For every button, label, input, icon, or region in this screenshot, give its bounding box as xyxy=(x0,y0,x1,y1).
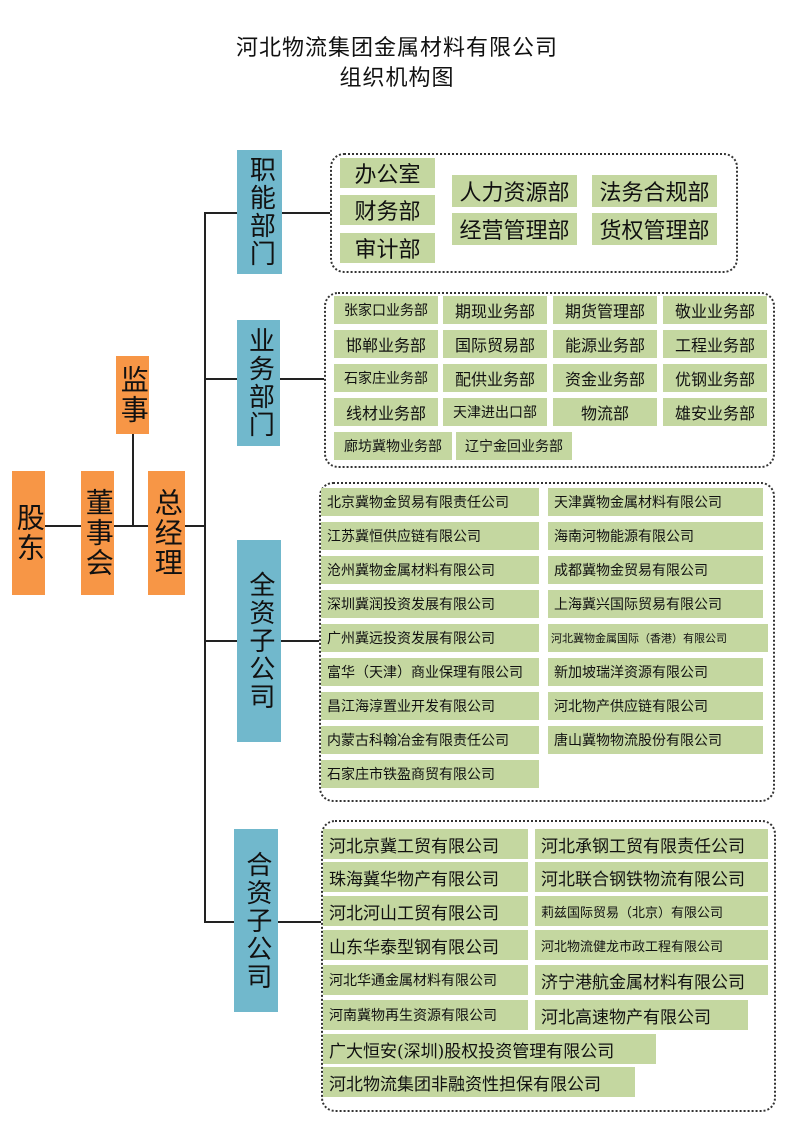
functional-departments-node: 职能部门 xyxy=(237,150,282,274)
functional-departments-group xyxy=(330,153,738,273)
connector-line xyxy=(281,640,319,642)
subsidiary-item: 莉兹国际贸易（北京）有限公司 xyxy=(535,896,768,926)
connector-line xyxy=(185,525,205,527)
department-item: 货权管理部 xyxy=(592,213,717,245)
subsidiary-item: 北京冀物金贸易有限责任公司 xyxy=(321,488,539,516)
joint-venture-subsidiaries-node: 合资子公司 xyxy=(234,829,278,1012)
connector-line xyxy=(113,525,148,527)
subsidiary-item: 河北联合钢铁物流有限公司 xyxy=(535,862,768,892)
subsidiary-item: 新加坡瑞洋资源有限公司 xyxy=(548,658,763,686)
joint-venture-subsidiaries-group xyxy=(321,820,776,1112)
subsidiary-item: 上海冀兴国际贸易有限公司 xyxy=(548,590,763,618)
subsidiary-item: 江苏冀恒供应链有限公司 xyxy=(321,522,539,550)
shareholders-node: 股东 xyxy=(12,471,46,595)
business-departments-group xyxy=(324,292,775,468)
department-item: 审计部 xyxy=(340,233,435,263)
subsidiary-item: 珠海冀华物产有限公司 xyxy=(323,862,528,892)
department-item: 雄安业务部 xyxy=(663,398,767,426)
department-item: 配供业务部 xyxy=(443,364,547,392)
department-item: 财务部 xyxy=(340,195,435,225)
department-item: 法务合规部 xyxy=(592,175,717,207)
connector-line xyxy=(204,921,237,923)
subsidiary-item: 河北物产供应链有限公司 xyxy=(548,692,763,720)
subsidiary-item: 天津冀物金属材料有限公司 xyxy=(548,488,763,516)
connector-line xyxy=(282,212,330,214)
subsidiary-item: 石家庄市铁盈商贸有限公司 xyxy=(321,760,539,788)
department-item: 物流部 xyxy=(553,398,657,426)
connector-line xyxy=(204,212,206,922)
department-item: 优钢业务部 xyxy=(663,364,767,392)
connector-line xyxy=(45,525,82,527)
subsidiary-item: 山东华泰型钢有限公司 xyxy=(323,930,528,960)
department-item: 线材业务部 xyxy=(334,398,438,426)
wholly-owned-subsidiaries-group xyxy=(319,482,775,802)
subsidiary-item: 河北京冀工贸有限公司 xyxy=(323,829,528,859)
subsidiary-item: 广大恒安(深圳)股权投资管理有限公司 xyxy=(323,1034,656,1064)
supervisor-node: 监事 xyxy=(116,356,150,434)
chart-title: 河北物流集团金属材料有限公司 xyxy=(235,36,558,61)
wholly-owned-subsidiaries-node: 全资子公司 xyxy=(237,540,281,742)
subsidiary-item: 河北承钢工贸有限责任公司 xyxy=(535,829,768,859)
department-item: 期货管理部 xyxy=(553,296,657,324)
subsidiary-item: 广州冀远投资发展有限公司 xyxy=(321,624,539,652)
subsidiary-item: 河北物流健龙市政工程有限公司 xyxy=(535,930,768,960)
department-item: 廊坊冀物业务部 xyxy=(334,432,452,460)
connector-line xyxy=(204,640,237,642)
department-item: 邯郸业务部 xyxy=(334,330,438,358)
connector-line xyxy=(204,378,237,380)
subsidiary-item: 河北河山工贸有限公司 xyxy=(323,896,528,926)
department-item: 办公室 xyxy=(340,158,435,188)
connector-line xyxy=(280,378,324,380)
department-item: 人力资源部 xyxy=(452,175,577,207)
subsidiary-item: 河南冀物再生资源有限公司 xyxy=(323,1000,528,1030)
department-item: 辽宁金回业务部 xyxy=(456,432,572,460)
subsidiary-item: 沧州冀物金属材料有限公司 xyxy=(321,556,539,584)
subsidiary-item: 河北冀物金属国际（香港）有限公司 xyxy=(548,624,768,652)
department-item: 工程业务部 xyxy=(663,330,767,358)
department-item: 天津进出口部 xyxy=(443,398,547,426)
department-item: 期现业务部 xyxy=(443,296,547,324)
board-node: 董事会 xyxy=(81,471,115,595)
department-item: 资金业务部 xyxy=(553,364,657,392)
subsidiary-item: 济宁港航金属材料有限公司 xyxy=(535,965,768,995)
department-item: 国际贸易部 xyxy=(443,330,547,358)
subsidiary-item: 成都冀物金贸易有限公司 xyxy=(548,556,763,584)
connector-line xyxy=(132,433,134,526)
connector-line xyxy=(204,212,237,214)
subsidiary-item: 海南河物能源有限公司 xyxy=(548,522,763,550)
subsidiary-item: 内蒙古科翰冶金有限责任公司 xyxy=(321,726,539,754)
general-manager-node: 总经理 xyxy=(148,471,185,595)
department-item: 经营管理部 xyxy=(452,213,577,245)
subsidiary-item: 昌江海淳置业开发有限公司 xyxy=(321,692,539,720)
business-departments-node: 业务部门 xyxy=(237,320,280,446)
department-item: 石家庄业务部 xyxy=(334,364,438,392)
department-item: 能源业务部 xyxy=(553,330,657,358)
subsidiary-item: 唐山冀物物流股份有限公司 xyxy=(548,726,763,754)
subsidiary-item: 河北华通金属材料有限公司 xyxy=(323,965,528,995)
subsidiary-item: 河北物流集团非融资性担保有限公司 xyxy=(323,1067,635,1097)
department-item: 敬业业务部 xyxy=(663,296,767,324)
subsidiary-item: 富华（天津）商业保理有限公司 xyxy=(321,658,539,686)
chart-subtitle: 组织机构图 xyxy=(339,66,455,91)
subsidiary-item: 深圳冀润投资发展有限公司 xyxy=(321,590,539,618)
department-item: 张家口业务部 xyxy=(334,296,438,324)
connector-line xyxy=(278,921,321,923)
subsidiary-item: 河北高速物产有限公司 xyxy=(535,1000,748,1030)
